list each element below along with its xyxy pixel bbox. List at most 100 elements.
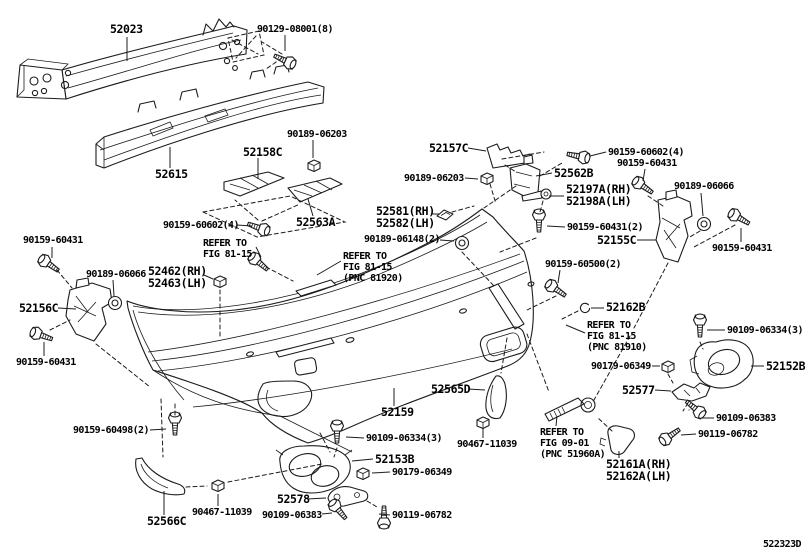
bracket-52157C <box>487 144 531 168</box>
strip-52566C <box>136 458 185 495</box>
part-label-90159-60498-2: 90159-60498(2) <box>73 425 149 436</box>
part-label-52155C: 52155C <box>597 233 637 247</box>
cover-52153B <box>276 446 352 493</box>
part-label-90159-60431-leftbottom: 90159-60431 <box>16 357 76 368</box>
screw-90159-60431-lefttop <box>35 251 63 277</box>
part-label-90109-06334-3-bottom: 90109-06334(3) <box>366 433 442 444</box>
bracket-52562B <box>510 155 540 196</box>
grommet-90189-06148 <box>454 235 470 251</box>
bumper-cover-52159 <box>127 209 534 452</box>
tow-hook-51960A <box>545 398 595 421</box>
part-label-90159-60500-2: 90159-60500(2) <box>545 259 621 270</box>
part-label-52563A: 52563A <box>296 215 336 229</box>
part-label-90109-06383-right: 90109-06383 <box>716 413 776 424</box>
clip-52462 <box>213 275 227 289</box>
part-label-refer-8115-81910: REFER TO FIG 81-15 (PNC 81910) <box>587 320 647 353</box>
part-label-52577: 52577 <box>622 383 655 397</box>
part-label-52615: 52615 <box>155 167 188 181</box>
clip-90179-06349-right <box>661 360 675 374</box>
part-label-90129-08001-8: 90129-08001(8) <box>257 24 333 35</box>
part-label-90159-60431-topright: 90159-60431 <box>617 158 677 169</box>
screw-90159-60498 <box>167 411 183 436</box>
part-label-90109-06383-bottom: 90109-06383 <box>262 510 322 521</box>
clip-90189-06203-top <box>307 159 321 173</box>
part-label-90119-06782-right: 90119-06782 <box>698 429 758 440</box>
part-label-90159-60431-farright: 90159-60431 <box>712 243 772 254</box>
part-label-52159: 52159 <box>381 405 414 419</box>
molding-strip-81920 <box>296 280 336 296</box>
part-label-52156C: 52156C <box>19 301 59 315</box>
bolt-90119-06782-bottom <box>376 505 392 530</box>
leader-lines <box>44 35 764 515</box>
fasteners <box>27 49 753 530</box>
clip-90467-11039-right <box>476 416 490 430</box>
part-label-52158C: 52158C <box>243 145 283 159</box>
assembly-dashed-lines <box>50 42 735 507</box>
part-label-90189-06203-left: 90189-06203 <box>404 173 464 184</box>
reinforcement-bar-52023 <box>17 19 264 99</box>
clip-52581 <box>436 209 454 221</box>
diagram-code: 522323D <box>763 539 802 550</box>
bolt-90119-06782-right <box>656 423 684 449</box>
bracket-52577 <box>672 383 710 401</box>
part-label-refer-8115-left: REFER TO FIG 81-15 <box>203 238 252 260</box>
part-label-90189-06066-right: 90189-06066 <box>674 181 734 192</box>
exhaust-cutout-flap <box>258 381 312 417</box>
bolt-90109-06334-right <box>692 313 708 338</box>
part-label-52152B: 52152B <box>766 359 806 373</box>
cover-52161A <box>600 426 634 455</box>
part-label-52562B: 52562B <box>554 166 594 180</box>
screw-90159-60431-farright <box>725 205 753 230</box>
part-label-52581-52582: 52581(RH) 52582(LH) <box>376 204 435 230</box>
part-label-90109-06334-3-right: 90109-06334(3) <box>727 325 803 336</box>
bracket-52158C <box>224 172 284 196</box>
part-label-90159-60602-4-left: 90159-60602(4) <box>163 220 239 231</box>
part-label-refer-8115-81920: REFER TO FIG 81-15 (PNC 81920) <box>343 251 403 284</box>
part-label-52023: 52023 <box>110 22 143 36</box>
molding-strip-right <box>489 284 524 329</box>
screw-90159-60431-topright <box>629 173 657 199</box>
part-label-90467-11039-right: 90467-11039 <box>457 439 517 450</box>
part-label-52578: 52578 <box>277 492 310 506</box>
part-label-52157C: 52157C <box>429 141 469 155</box>
flap-52565D <box>486 376 507 419</box>
corner-pocket <box>478 325 529 364</box>
clip-90179-06349-bottom <box>356 467 370 481</box>
part-label-90159-60431-lefttop: 90159-60431 <box>23 235 83 246</box>
screw-90159-60431-2 <box>531 208 547 233</box>
part-label-90467-11039-left: 90467-11039 <box>192 507 252 518</box>
part-label-90179-06349-bottom: 90179-06349 <box>392 467 452 478</box>
part-label-52161A-52162A: 52161A(RH) 52162A(LH) <box>606 457 672 483</box>
grommet-90189-06066-right <box>696 216 712 232</box>
bracket-52156C <box>66 278 112 341</box>
part-label-52462-52463: 52462(RH) 52463(LH) <box>148 264 207 290</box>
screw-90159-60500 <box>542 276 570 302</box>
part-label-90189-06148-2: 90189-06148(2) <box>364 234 440 245</box>
screw-90159-60602-right <box>565 146 592 166</box>
part-label-52566C: 52566C <box>147 514 187 528</box>
part-label-90159-60431-2: 90159-60431(2) <box>567 222 643 233</box>
part-label-90189-06066-left: 90189-06066 <box>86 269 146 280</box>
part-label-refer-0901-51960A: REFER TO FIG 09-01 (PNC 51960A) <box>540 427 606 460</box>
bracket-52155C <box>656 190 692 262</box>
screw-90159-60431-leftbottom <box>27 324 55 346</box>
housing-52152B <box>690 340 753 388</box>
part-label-90179-06349-right: 90179-06349 <box>591 361 651 372</box>
part-label-52565D: 52565D <box>431 382 471 396</box>
ring-52162B <box>579 302 591 314</box>
absorber-bar-52615 <box>96 65 324 168</box>
molding-strip-left <box>276 338 334 357</box>
bolt-90109-06334-bottom <box>329 419 345 444</box>
part-label-90159-60602-4-right: 90159-60602(4) <box>608 147 684 158</box>
pin-52197A <box>522 189 551 201</box>
part-label-90119-06782-bottom: 90119-06782 <box>392 510 452 521</box>
clip-90467-11039-left <box>211 479 225 493</box>
part-label-52197A-52198A: 52197A(RH) 52198A(LH) <box>566 182 632 208</box>
clip-90189-06203-left <box>480 172 494 186</box>
part-label-52153B: 52153B <box>375 452 415 466</box>
part-label-52162B: 52162B <box>606 300 646 314</box>
grommet-90189-06066-left <box>107 295 123 311</box>
bracket-52563A <box>288 178 342 202</box>
